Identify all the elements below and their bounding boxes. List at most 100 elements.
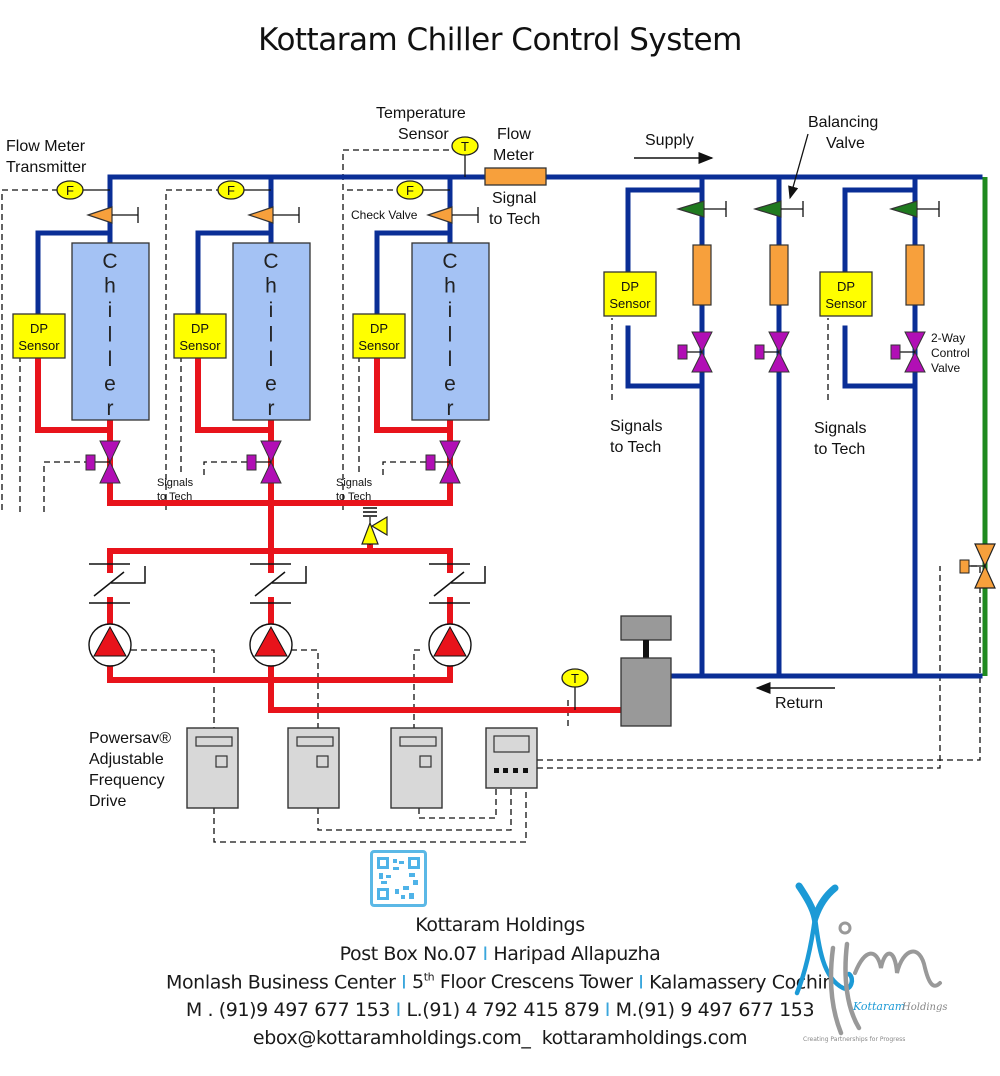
flow-meter-transmitter-label: Flow Meter Transmitter [6, 138, 87, 176]
svg-text:to Tech: to Tech [489, 211, 540, 228]
svg-text:DP: DP [621, 279, 639, 294]
separator: I [395, 999, 402, 1021]
signal-lines [1, 149, 981, 843]
svg-text:Control: Control [931, 346, 970, 360]
vfd-label: Powersav® Adjustable Frequency Drive [89, 730, 171, 810]
svg-text:F: F [66, 183, 74, 198]
vfd-drive-2 [287, 727, 340, 809]
signals-to-tech-label-3: Signals to Tech [157, 477, 194, 503]
svg-text:r: r [447, 397, 454, 420]
svg-text:DP: DP [370, 321, 388, 336]
page-title: Kottaram Chiller Control System [258, 22, 742, 58]
qr-code[interactable] [370, 850, 427, 907]
footer-line-3: M . (91)9 497 677 153 I L.(91) 4 792 415… [0, 999, 1000, 1021]
separator: I [482, 943, 489, 965]
svg-text:F: F [227, 183, 235, 198]
svg-text:Flow: Flow [497, 126, 531, 143]
main-flow-meter [484, 167, 547, 186]
svg-text:Sensor: Sensor [18, 338, 60, 353]
balancing-valve-icon [888, 200, 940, 218]
return-temperature-sensor: T [561, 668, 589, 710]
flow-meter-transmitter: F [56, 180, 110, 200]
svg-text:C: C [442, 250, 457, 273]
balancing-valve-label: Balancing Valve [808, 114, 878, 152]
footer-line-4: ebox@kottaramholdings.com_ kottaramholdi… [0, 1027, 1000, 1049]
isolation-switch-icon [250, 563, 307, 604]
signals-to-tech-label-4: Signals to Tech [336, 477, 373, 503]
locality: Kalamassery Cochin [649, 971, 835, 994]
svg-text:h: h [265, 275, 277, 298]
footer-company: Kottaram Holdings [415, 914, 585, 936]
chiller-control-valve-icon [425, 440, 461, 484]
signals-to-tech-label-1: Signals to Tech [610, 418, 662, 456]
svg-text:F: F [406, 183, 414, 198]
svg-text:Sensor: Sensor [609, 296, 651, 311]
svg-text:Valve: Valve [931, 361, 960, 375]
mobile-2[interactable]: M.(91) 9 497 677 153 [615, 999, 815, 1021]
flow-meter-label: Flow Meter [493, 126, 535, 164]
svg-text:Kottaram: Kottaram [852, 1000, 905, 1013]
separator: I [401, 971, 407, 994]
pump-icon [249, 623, 293, 667]
flow-meter-transmitter: F [217, 180, 271, 200]
email-link[interactable]: ebox@kottaramholdings.com_ [252, 1027, 531, 1049]
svg-text:Drive: Drive [89, 793, 126, 810]
pump-icon [88, 623, 132, 667]
svg-text:e: e [444, 373, 456, 396]
svg-text:Balancing: Balancing [808, 114, 878, 131]
svg-text:l: l [448, 324, 453, 347]
svg-text:h: h [444, 275, 456, 298]
svg-text:C: C [102, 250, 117, 273]
two-way-control-valve-icon [677, 331, 713, 373]
svg-text:i: i [448, 299, 453, 322]
svg-text:Creating Partnerships for Prog: Creating Partnerships for Progress [803, 1036, 905, 1043]
svg-text:Signals: Signals [157, 477, 194, 489]
svg-text:e: e [265, 373, 277, 396]
svg-text:T: T [461, 139, 469, 154]
pump-set-3 [428, 563, 486, 667]
supply-temperature-sensor: T [451, 136, 479, 177]
signal-to-tech-label: Signal to Tech [489, 190, 540, 228]
svg-text:l: l [108, 348, 113, 371]
svg-text:DP: DP [191, 321, 209, 336]
svg-text:h: h [104, 275, 116, 298]
two-way-control-valve-label: 2-Way Control Valve [931, 331, 970, 375]
air-separator-unit [620, 615, 672, 727]
svg-text:Meter: Meter [493, 147, 535, 164]
svg-text:to Tech: to Tech [157, 491, 192, 503]
vfd-drive-3 [390, 727, 443, 809]
website-link[interactable]: kottaramholdings.com [541, 1027, 748, 1049]
svg-text:Holdings: Holdings [901, 1002, 948, 1013]
supply-label: Supply [645, 132, 694, 149]
isolation-switch-icon [89, 563, 146, 604]
svg-text:Flow Meter: Flow Meter [6, 138, 86, 155]
svg-text:r: r [268, 397, 275, 420]
check-valve-icon [86, 206, 139, 224]
svg-text:to Tech: to Tech [336, 491, 371, 503]
mobile-1[interactable]: M . (91)9 497 677 153 [185, 999, 391, 1021]
svg-text:to Tech: to Tech [610, 439, 661, 456]
floor: 5th Floor Crescens Tower [412, 971, 633, 994]
svg-text:i: i [269, 299, 274, 322]
separator: I [604, 999, 611, 1021]
balancing-valve-icon [675, 200, 727, 218]
svg-text:C: C [263, 250, 278, 273]
svg-text:Adjustable: Adjustable [89, 751, 164, 768]
chiller-body: Chiller [411, 242, 490, 421]
branch-dp-sensor: DP Sensor [603, 271, 657, 317]
load-branch-2 [752, 200, 804, 373]
landline[interactable]: L.(91) 4 792 415 879 [406, 999, 600, 1021]
chiller-control-valve-icon [85, 440, 121, 484]
controller-panel [485, 727, 538, 789]
load-branch-1 [675, 200, 727, 373]
svg-text:Sensor: Sensor [825, 296, 867, 311]
svg-text:l: l [108, 324, 113, 347]
svg-text:Sensor: Sensor [358, 338, 400, 353]
footer-line-1: Post Box No.07 I Haripad Allapuzha [0, 943, 1000, 965]
pump-icon [428, 623, 472, 667]
